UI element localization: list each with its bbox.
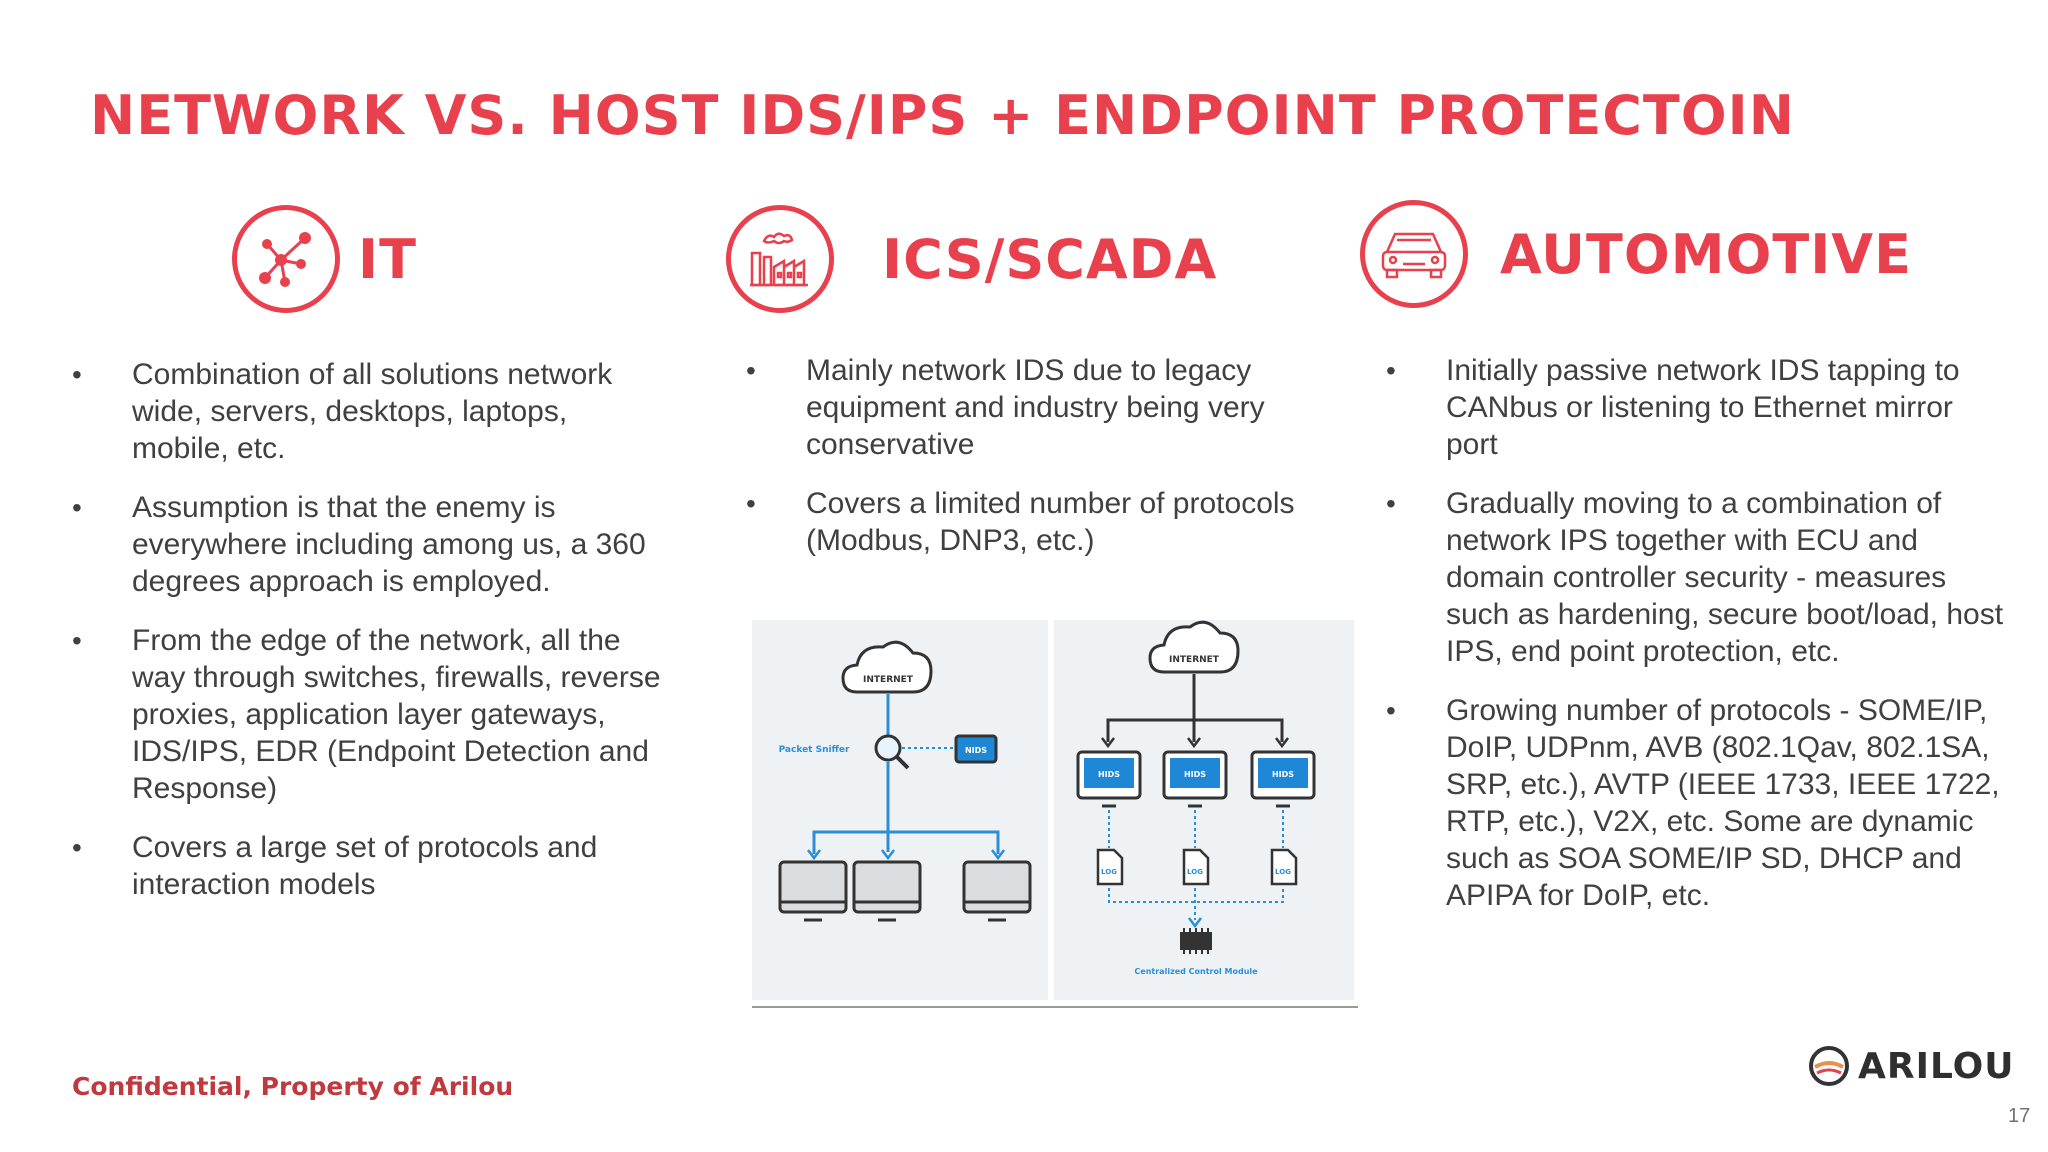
svg-text:HIDS: HIDS — [1184, 770, 1206, 779]
cloud-icon — [841, 640, 933, 694]
column-it-bullets: Combination of all solutions network wid… — [72, 356, 672, 925]
list-item: Covers a large set of protocols and inte… — [72, 829, 672, 903]
nids-label: NIDS — [965, 746, 987, 755]
list-item: Initially passive network IDS tapping to… — [1386, 352, 2006, 463]
page-number: 17 — [2008, 1105, 2031, 1127]
ids-diagram: INTERNET Packet Sniffer NIDS INTERNET — [744, 620, 1358, 1008]
arilou-logo-icon — [1809, 1046, 1849, 1086]
svg-text:HIDS: HIDS — [1272, 770, 1294, 779]
magnifier-icon — [874, 734, 910, 770]
list-item: Covers a limited number of protocols (Mo… — [746, 485, 1336, 559]
list-item: Gradually moving to a combination of net… — [1386, 485, 2006, 670]
factory-icon — [726, 205, 834, 313]
internet-label: INTERNET — [1169, 655, 1220, 665]
svg-text:LOG: LOG — [1101, 868, 1117, 876]
log-file-icon — [1096, 848, 1298, 886]
svg-text:HIDS: HIDS — [1098, 770, 1120, 779]
svg-text:LOG: LOG — [1275, 868, 1291, 876]
column-automotive-bullets: Initially passive network IDS tapping to… — [1386, 352, 2006, 936]
module-label: Centralized Control Module — [1134, 967, 1258, 976]
network-icon — [232, 205, 340, 313]
cloud-icon — [1148, 620, 1240, 674]
list-item: Combination of all solutions network wid… — [72, 356, 672, 467]
desktop-icon — [778, 860, 1032, 914]
list-item: Growing number of protocols - SOME/IP, D… — [1386, 692, 2006, 914]
column-automotive-title: AUTOMOTIVE — [1500, 222, 1912, 286]
car-icon — [1360, 200, 1468, 308]
list-item: From the edge of the network, all the wa… — [72, 622, 672, 807]
svg-text:LOG: LOG — [1187, 868, 1203, 876]
column-automotive-header: AUTOMOTIVE — [1360, 200, 1912, 308]
packet-sniffer-label: Packet Sniffer — [779, 745, 850, 755]
column-ics-header: ICS/SCADA — [726, 205, 1217, 313]
column-ics-title: ICS/SCADA — [882, 227, 1218, 291]
arilou-logo: ARILOU — [1808, 1045, 2014, 1087]
logo-text: ARILOU — [1858, 1045, 2015, 1087]
chip-icon — [1180, 928, 1212, 954]
hids-monitors — [1076, 750, 1316, 800]
footer-confidential: Confidential, Property of Arilou — [72, 1072, 514, 1101]
page-title: NETWORK VS. HOST IDS/IPS + ENDPOINT PROT… — [90, 84, 1795, 147]
column-it-title: IT — [358, 227, 417, 291]
column-it-header: IT — [232, 205, 417, 313]
column-ics-bullets: Mainly network IDS due to legacy equipme… — [746, 352, 1336, 581]
list-item: Assumption is that the enemy is everywhe… — [72, 489, 672, 600]
internet-label: INTERNET — [863, 675, 914, 685]
list-item: Mainly network IDS due to legacy equipme… — [746, 352, 1336, 463]
